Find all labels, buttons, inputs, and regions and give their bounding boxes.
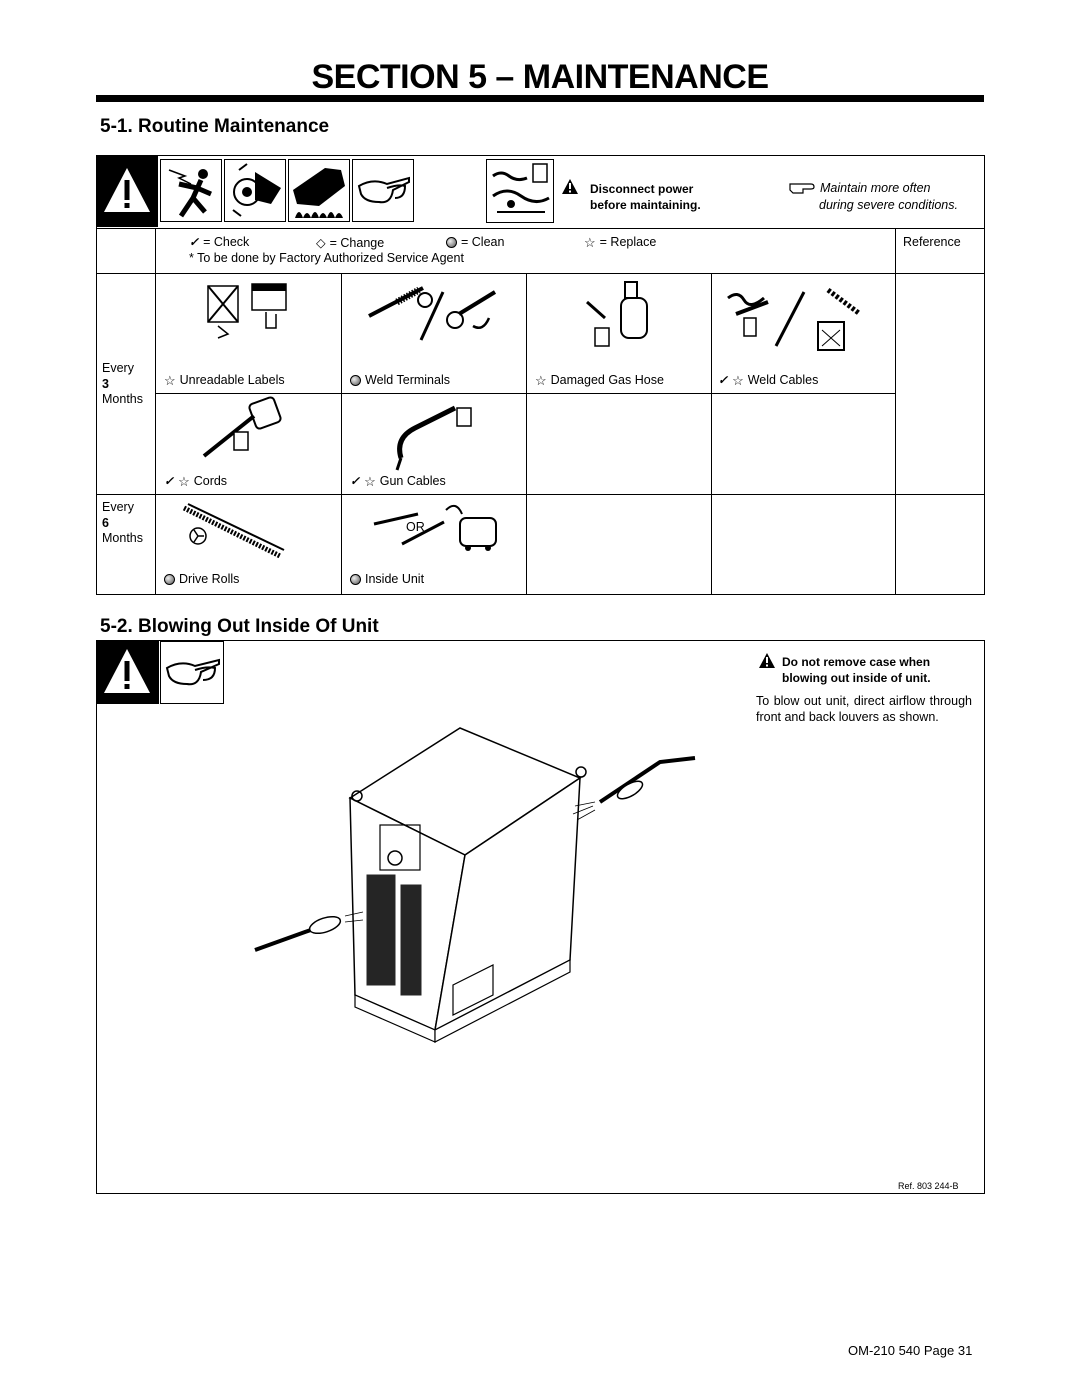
- moving-parts-icon: [224, 159, 286, 222]
- warning-block-2: [96, 641, 159, 704]
- check-icon: ✓: [350, 474, 361, 488]
- safety-glasses-icon: [160, 641, 224, 704]
- cords-icon: [202, 396, 282, 458]
- disconnect-power-icon: [486, 159, 554, 223]
- drive-rolls-icon: [182, 503, 285, 559]
- clean-dot-icon: [350, 573, 361, 585]
- or-label: OR: [406, 520, 425, 534]
- warning-triangle-icon: [104, 649, 150, 693]
- star-icon: ☆: [178, 473, 190, 489]
- item-gun-cables: ✓☆Gun Cables: [350, 473, 446, 489]
- legend-clean: = Clean: [446, 235, 504, 249]
- blowing-box: [96, 640, 985, 1194]
- item-drive-rolls: Drive Rolls: [164, 572, 239, 586]
- labels-icon: [207, 283, 287, 339]
- note-line1: Maintain more often: [820, 181, 931, 195]
- legend-replace: ☆= Replace: [584, 234, 657, 250]
- blowing-warning: Do not remove case when blowing out insi…: [782, 655, 931, 685]
- blowing-heading: 5-2. Blowing Out Inside Of Unit: [100, 616, 379, 637]
- every-6-unit: Months: [102, 531, 143, 545]
- disconnect-warning-line1: Disconnect power: [590, 182, 694, 196]
- disconnect-warning-line2: before maintaining.: [590, 198, 701, 212]
- item-weld-terminals: Weld Terminals: [350, 373, 450, 387]
- every-3-num: 3: [102, 377, 109, 391]
- every-6-label: Every: [102, 500, 134, 514]
- item-unreadable-labels: ☆Unreadable Labels: [164, 372, 285, 388]
- page-footer: OM-210 540 Page 31: [848, 1343, 973, 1358]
- clean-dot-icon: [350, 374, 361, 386]
- check-icon: ✓: [164, 474, 175, 488]
- weld-terminals-icon: [368, 286, 497, 341]
- star-icon: ☆: [164, 372, 176, 388]
- clean-dot-icon: [164, 573, 175, 585]
- reference-number: Ref. 803 244-B: [898, 1181, 959, 1191]
- safety-glasses-icon: [352, 159, 414, 222]
- pointing-hand-icon: [789, 183, 815, 194]
- item-inside-unit: Inside Unit: [350, 572, 424, 586]
- check-icon: ✓: [718, 373, 729, 387]
- reference-header: Reference: [903, 235, 961, 249]
- hot-parts-icon: [288, 159, 350, 222]
- item-cords: ✓☆Cords: [164, 473, 228, 489]
- legend-change: ◇= Change: [316, 235, 385, 251]
- note-line2: during severe conditions.: [819, 198, 958, 212]
- weld-cables-icon: [727, 288, 862, 351]
- maintenance-table: [96, 155, 985, 595]
- inside-unit-icon: [373, 504, 497, 551]
- diamond-icon: ◇: [316, 236, 326, 250]
- star-icon: ☆: [535, 372, 547, 388]
- gun-cables-icon: [395, 405, 472, 471]
- title-rule: [96, 95, 984, 102]
- legend-footnote: * To be done by Factory Authorized Servi…: [189, 251, 464, 265]
- star-icon: ☆: [584, 234, 596, 250]
- section-title: SECTION 5 – MAINTENANCE: [311, 58, 770, 96]
- warning-triangle-icon: [104, 168, 150, 212]
- star-icon: ☆: [364, 473, 376, 489]
- routine-heading: 5-1. Routine Maintenance: [100, 116, 330, 137]
- legend-check: ✓= Check: [189, 235, 250, 249]
- warning-triangle-icon: [562, 179, 578, 194]
- check-icon: ✓: [189, 235, 200, 249]
- star-icon: ☆: [732, 372, 744, 388]
- gas-hose-icon: [586, 281, 648, 347]
- welding-unit-illustration: [254, 727, 696, 1043]
- warning-triangle-icon: [759, 653, 775, 668]
- item-weld-cables: ✓☆Weld Cables: [718, 372, 819, 388]
- item-damaged-gas-hose: ☆Damaged Gas Hose: [535, 372, 664, 388]
- warning-block: [96, 156, 158, 227]
- every-3-unit: Months: [102, 392, 143, 406]
- blowing-instruction: To blow out unit, direct airflow through…: [756, 694, 972, 724]
- clean-dot-icon: [446, 236, 457, 248]
- every-3-label: Every: [102, 361, 134, 375]
- electric-shock-icon: [160, 159, 222, 222]
- every-6-num: 6: [102, 516, 109, 530]
